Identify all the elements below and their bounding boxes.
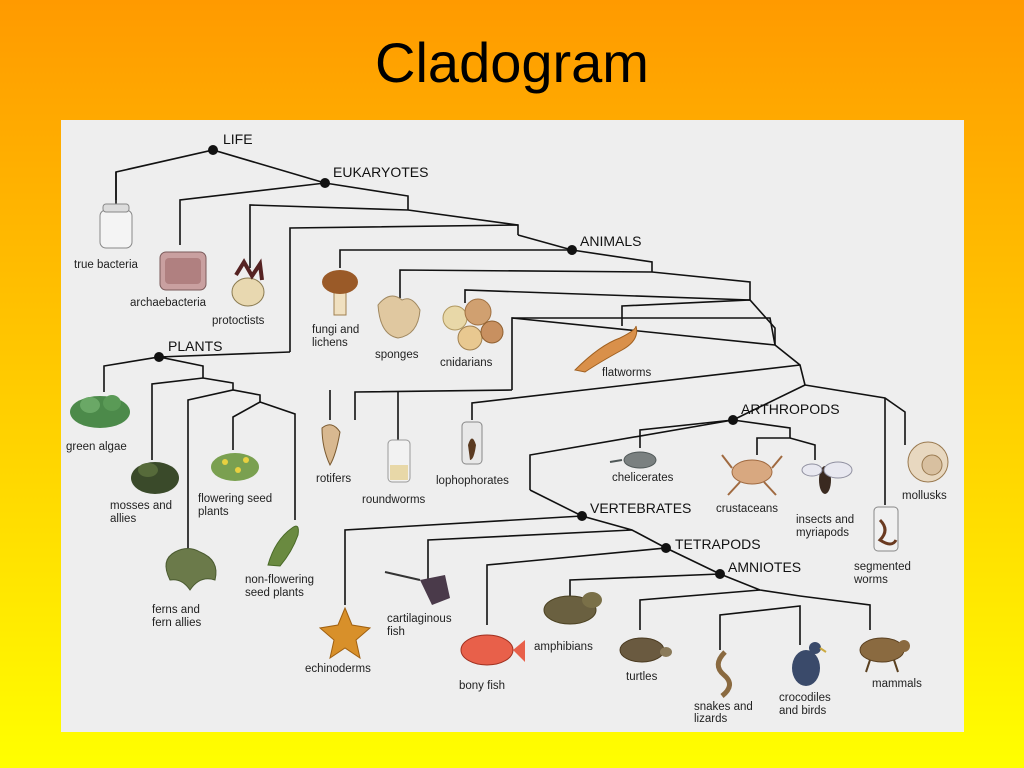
taxon-label-sponges: sponges bbox=[375, 349, 419, 361]
roundworm-vial-icon bbox=[387, 439, 411, 483]
nonflowering-plant-icon bbox=[267, 525, 299, 567]
taxon-label-rotifers: rotifers bbox=[316, 473, 351, 485]
taxon-label-mollusks: mollusks bbox=[902, 490, 947, 502]
taxon-label-flatworms: flatworms bbox=[602, 367, 651, 379]
horseshoe-crab-icon bbox=[609, 451, 657, 469]
taxon-label-true-bacteria: true bacteria bbox=[74, 259, 139, 271]
nautilus-shell-icon bbox=[907, 441, 949, 483]
snake-icon bbox=[715, 650, 732, 698]
node-arthropods bbox=[728, 415, 738, 425]
taxon-label-amphibians: amphibians bbox=[534, 641, 593, 653]
taxon-label-green-algae: green algae bbox=[66, 441, 127, 453]
taxon-label-crustaceans: crustaceans bbox=[716, 503, 778, 515]
ray-fish-icon bbox=[384, 571, 450, 605]
taxon-label-chelicerates: chelicerates bbox=[612, 472, 674, 484]
moss-icon bbox=[131, 462, 179, 494]
mammal-icon bbox=[859, 637, 910, 673]
branch-lines bbox=[103, 149, 906, 650]
taxon-label-roundworms: roundworms bbox=[362, 494, 426, 506]
clade-label-animals: ANIMALS bbox=[580, 233, 641, 249]
frog-icon bbox=[543, 592, 602, 625]
clade-label-tetrapods: TETRAPODS bbox=[675, 536, 761, 552]
taxon-label-archaebacteria: archaebacteria bbox=[130, 297, 207, 309]
taxon-label-lophophorates: lophophorates bbox=[436, 475, 509, 487]
lophophorate-vial-icon bbox=[461, 421, 483, 465]
turtle-icon bbox=[619, 637, 672, 663]
slide-title: Cladogram bbox=[375, 31, 649, 94]
node-tetrapods bbox=[661, 543, 671, 553]
clade-label-amniotes: AMNIOTES bbox=[728, 559, 801, 575]
protoctist-icon bbox=[231, 258, 265, 307]
clade-label-eukaryotes: EUKARYOTES bbox=[333, 164, 428, 180]
taxon-label-cnidarians: cnidarians bbox=[440, 357, 493, 369]
organism-pictures bbox=[70, 203, 949, 698]
node-animals bbox=[567, 245, 577, 255]
cladogram-panel: LIFE EUKARYOTES ANIMALS PLANTS ARTHROPOD… bbox=[61, 120, 964, 732]
insect-icon bbox=[801, 461, 853, 494]
node-amniotes bbox=[715, 569, 725, 579]
node-eukaryotes bbox=[320, 178, 330, 188]
mushroom-icon bbox=[322, 270, 358, 316]
clade-label-life: LIFE bbox=[223, 131, 253, 147]
fern-icon bbox=[165, 548, 217, 591]
bony-fish-icon bbox=[460, 634, 525, 666]
true-bacteria-jar-icon bbox=[99, 203, 133, 249]
taxon-labels: true bacteria archaebacteria protoctists… bbox=[66, 259, 947, 725]
archaebacteria-dish-icon bbox=[159, 251, 207, 291]
clade-label-plants: PLANTS bbox=[168, 338, 222, 354]
flowering-plant-icon bbox=[211, 453, 259, 481]
bird-icon bbox=[792, 642, 827, 686]
clade-label-vertebrates: VERTEBRATES bbox=[590, 500, 691, 516]
taxon-label-turtles: turtles bbox=[626, 671, 658, 683]
flatworm-icon bbox=[573, 325, 638, 373]
node-plants bbox=[154, 352, 164, 362]
segmented-worm-vial-icon bbox=[873, 506, 899, 552]
taxon-label-echinoderms: echinoderms bbox=[305, 663, 371, 675]
crab-icon bbox=[721, 454, 783, 496]
taxon-label-bony-fish: bony fish bbox=[459, 680, 505, 692]
taxon-label-protoctists: protoctists bbox=[212, 315, 265, 327]
cladogram-svg: LIFE EUKARYOTES ANIMALS PLANTS ARTHROPOD… bbox=[66, 131, 949, 725]
node-vertebrates bbox=[577, 511, 587, 521]
starfish-icon bbox=[318, 606, 372, 660]
clade-label-arthropods: ARTHROPODS bbox=[741, 401, 840, 417]
sponge-icon bbox=[377, 295, 421, 339]
node-life bbox=[208, 145, 218, 155]
clade-nodes bbox=[154, 145, 738, 579]
cnidarian-icon bbox=[442, 298, 504, 351]
green-algae-icon bbox=[70, 395, 130, 428]
taxon-label-mammals: mammals bbox=[872, 678, 922, 690]
rotifer-icon bbox=[321, 424, 341, 467]
